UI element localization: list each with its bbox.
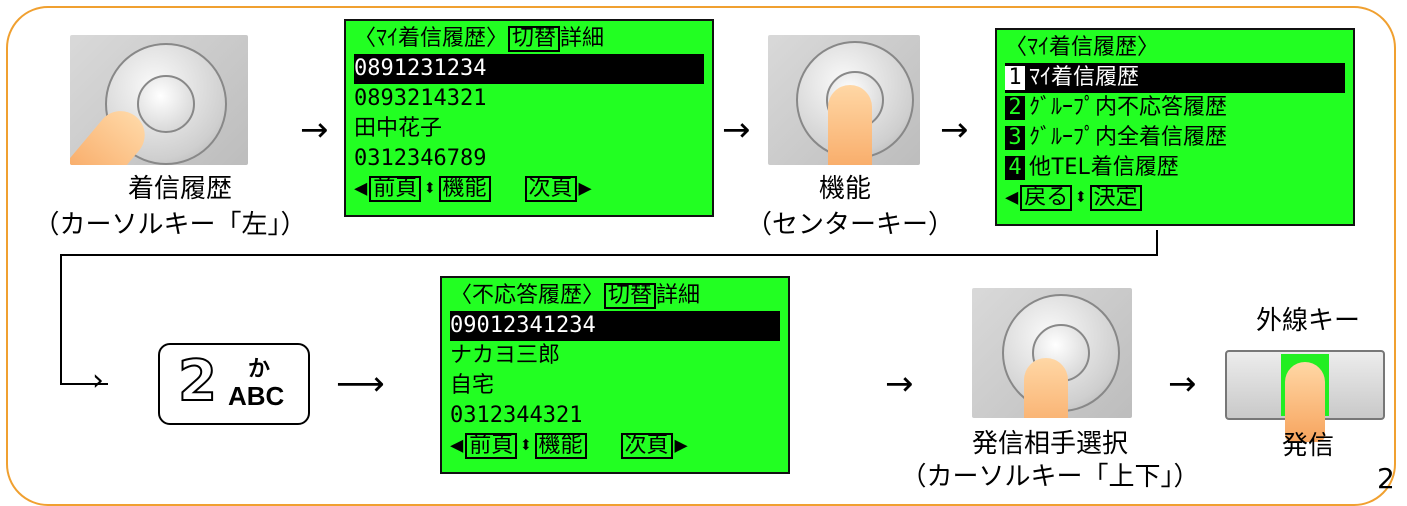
menu-item-4[interactable]: 4 他TEL着信履歴 — [1005, 153, 1345, 183]
arrow-right-icon: → — [722, 110, 751, 150]
right-triangle-icon: ▶ — [578, 176, 592, 201]
lcd-screen-missed-history: 〈不応答履歴〉 切替 詳細 09012341234 ナカヨ三郎 自宅 03123… — [440, 276, 790, 474]
right-triangle-icon: ▶ — [674, 433, 688, 458]
arrow-right-icon: ⟶ — [336, 364, 385, 404]
switch-softkey: 切替 — [508, 26, 561, 52]
select-caption: 発信相手選択 — [971, 429, 1128, 459]
arrow-right-icon: › — [92, 363, 104, 398]
screen-header: 〈ﾏｲ着信履歴〉 — [1005, 35, 1160, 60]
list-item[interactable]: 田中花子 — [354, 116, 443, 141]
center-key-caption: 機能 — [818, 174, 871, 204]
updown-icon: ⬍ — [423, 176, 437, 201]
function-softkey[interactable]: 機能 — [438, 176, 491, 202]
cursor-key-left-photo — [70, 35, 248, 165]
next-page-softkey[interactable]: 次頁 — [620, 433, 673, 459]
send-label: 発信 — [1281, 431, 1334, 461]
confirm-softkey[interactable]: 決定 — [1089, 185, 1142, 211]
screen-header: 〈ﾏｲ着信履歴〉 — [354, 26, 509, 51]
key-kana: か — [248, 357, 271, 382]
prev-page-softkey[interactable]: 前頁 — [369, 176, 422, 202]
list-item[interactable]: 0891231234 — [354, 54, 704, 84]
left-key-sub: （カーソルキー「左」） — [33, 210, 307, 240]
connector-line — [1156, 230, 1158, 255]
arrow-right-icon: → — [940, 110, 969, 150]
line-key-label: 外線キー — [1255, 306, 1360, 336]
list-item[interactable]: ナカヨ三郎 — [450, 343, 561, 368]
updown-icon: ⬍ — [1074, 185, 1088, 210]
switch-softkey: 切替 — [604, 283, 657, 309]
arrow-right-icon: → — [885, 364, 914, 404]
lcd-screen-history-menu: 〈ﾏｲ着信履歴〉 1 ﾏｲ着信履歴 2 ｸﾞﾙｰﾌﾟ内不応答履歴 3 ｸﾞﾙｰﾌ… — [995, 28, 1355, 226]
list-item[interactable]: 0893214321 — [354, 86, 487, 111]
left-triangle-icon: ◀ — [1005, 185, 1019, 210]
key-letters: ABC — [228, 381, 285, 411]
list-item[interactable]: 自宅 — [450, 373, 495, 398]
lcd-screen-my-history: 〈ﾏｲ着信履歴〉 切替 詳細 0891231234 0893214321 田中花… — [344, 19, 714, 217]
next-page-softkey[interactable]: 次頁 — [524, 176, 577, 202]
menu-item-2[interactable]: 2 ｸﾞﾙｰﾌﾟ内不応答履歴 — [1005, 93, 1345, 123]
key-2-button[interactable]: 2 か ABC — [158, 343, 310, 425]
menu-item-3[interactable]: 3 ｸﾞﾙｰﾌﾟ内全着信履歴 — [1005, 123, 1345, 153]
back-softkey[interactable]: 戻る — [1020, 185, 1073, 211]
key-digit: 2 — [177, 348, 218, 415]
list-item[interactable]: 0312344321 — [450, 403, 583, 428]
function-softkey[interactable]: 機能 — [534, 433, 587, 459]
arrow-right-icon: → — [1168, 364, 1197, 404]
line-key-button[interactable] — [1225, 350, 1385, 442]
select-sub: （カーソルキー「上下」） — [900, 462, 1200, 492]
page-number: 2 — [1377, 462, 1395, 495]
left-triangle-icon: ◀ — [354, 176, 368, 201]
left-key-caption: 着信履歴 — [127, 174, 232, 204]
detail-label: 詳細 — [656, 283, 701, 308]
arrow-right-icon: → — [300, 110, 329, 150]
list-item[interactable]: 09012341234 — [450, 311, 780, 341]
cursor-key-updown-photo — [972, 288, 1132, 418]
connector-line — [60, 254, 1158, 256]
center-key-photo — [768, 35, 920, 165]
menu-item-1[interactable]: 1 ﾏｲ着信履歴 — [1005, 63, 1345, 93]
prev-page-softkey[interactable]: 前頁 — [465, 433, 518, 459]
screen-header: 〈不応答履歴〉 — [450, 283, 605, 308]
left-triangle-icon: ◀ — [450, 433, 464, 458]
connector-line — [60, 383, 108, 385]
updown-icon: ⬍ — [519, 433, 533, 458]
list-item[interactable]: 0312346789 — [354, 146, 487, 171]
center-key-sub: （センターキー） — [745, 210, 954, 240]
detail-label: 詳細 — [560, 26, 605, 51]
connector-line — [60, 254, 62, 384]
